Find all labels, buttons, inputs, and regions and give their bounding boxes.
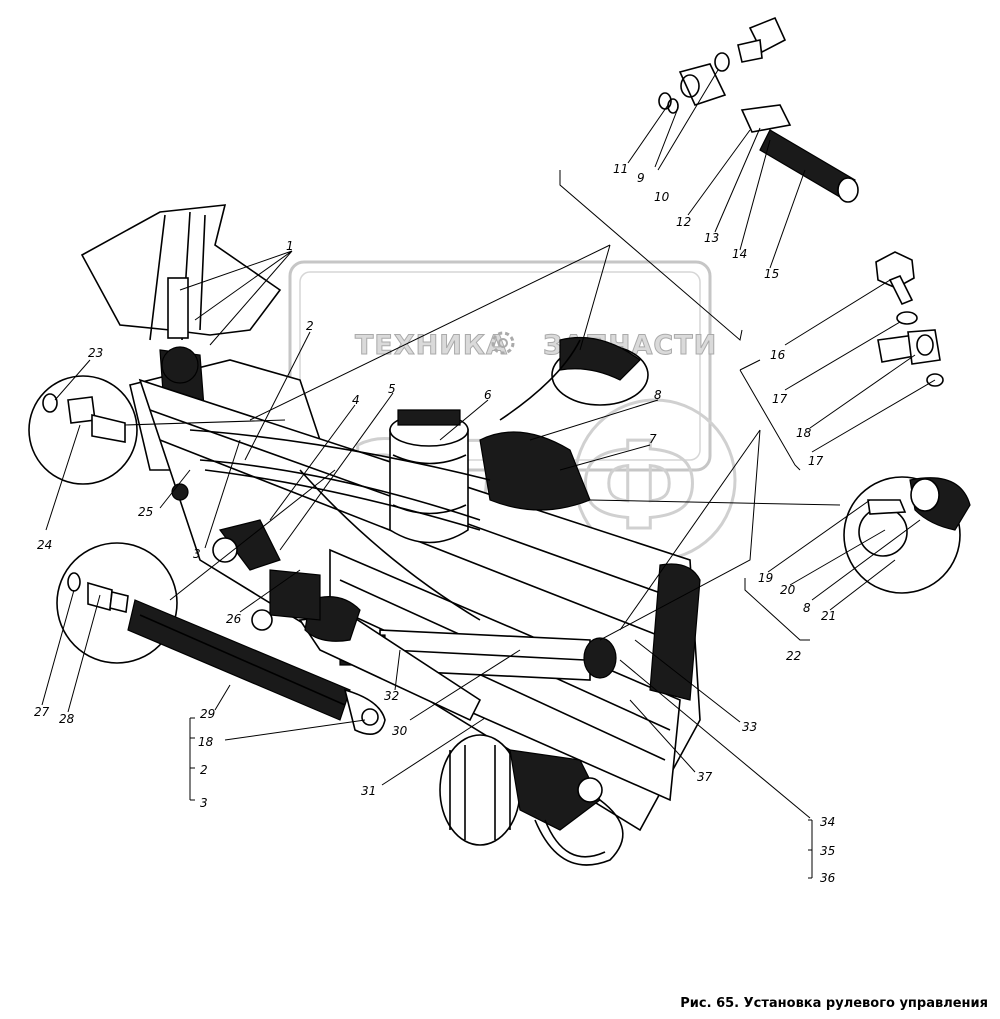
wheel-hub xyxy=(439,734,624,866)
callout-23: 23 xyxy=(88,346,103,360)
callout-10: 10 xyxy=(654,190,670,204)
steering-mechanism xyxy=(80,204,701,866)
inset-fitting-bottom xyxy=(56,542,386,736)
callout-16: 16 xyxy=(770,348,786,362)
callout-3: 3 xyxy=(193,547,201,561)
callout-29: 29 xyxy=(200,707,215,721)
callout-34: 34 xyxy=(820,815,835,829)
callout-27: 27 xyxy=(34,705,50,719)
callout-35: 35 xyxy=(820,844,835,858)
callout-15: 15 xyxy=(764,267,779,281)
gear-icon xyxy=(491,331,515,355)
callout-36: 36 xyxy=(820,871,836,885)
callout-25: 25 xyxy=(138,505,153,519)
callout-17: 17 xyxy=(772,392,788,406)
inset-fitting-top xyxy=(28,375,138,485)
callout-26: 26 xyxy=(226,612,242,626)
callout-8-second: 8 xyxy=(803,601,811,615)
figure-caption: Рис. 65. Установка рулевого управления xyxy=(680,996,988,1011)
callout-14: 14 xyxy=(732,247,747,261)
callout-20: 20 xyxy=(780,583,796,597)
callout-4: 4 xyxy=(352,393,360,407)
callout-28: 28 xyxy=(59,712,75,726)
callout-18-bracket: 18 xyxy=(198,735,214,749)
callout-32: 32 xyxy=(384,689,399,703)
callout-30: 30 xyxy=(392,724,408,738)
callout-2: 2 xyxy=(306,319,314,333)
callout-17-second: 17 xyxy=(808,454,824,468)
callout-7: 7 xyxy=(649,432,657,446)
callout-11: 11 xyxy=(613,162,628,176)
callout-5: 5 xyxy=(388,382,396,396)
callout-18: 18 xyxy=(796,426,812,440)
exploded-fitting-parts xyxy=(658,16,859,203)
oil-tank xyxy=(389,409,469,544)
callout-9: 9 xyxy=(637,171,645,185)
callout-37: 37 xyxy=(697,770,713,784)
watermark-left-text: ТЕХНИКА xyxy=(355,330,508,361)
callout-6: 6 xyxy=(484,388,492,402)
callout-13: 13 xyxy=(704,231,719,245)
leader-lines xyxy=(41,69,936,879)
callout-24: 24 xyxy=(37,538,52,552)
callout-33: 33 xyxy=(742,720,757,734)
callout-12: 12 xyxy=(676,215,691,229)
callout-19: 19 xyxy=(758,571,773,585)
callout-2-bracket: 2 xyxy=(200,763,208,777)
callout-31: 31 xyxy=(361,784,376,798)
callout-21: 21 xyxy=(821,609,836,623)
exploded-bolt-parts xyxy=(875,251,944,387)
callout-3-bracket: 3 xyxy=(200,796,208,810)
callout-1: 1 xyxy=(286,239,294,253)
inset-hose-clamp xyxy=(843,476,971,594)
callout-8: 8 xyxy=(654,388,662,402)
callout-labels: 1 2 3 4 5 6 7 8 9 10 11 12 13 14 15 16 1… xyxy=(34,162,836,885)
callout-22: 22 xyxy=(786,649,801,663)
